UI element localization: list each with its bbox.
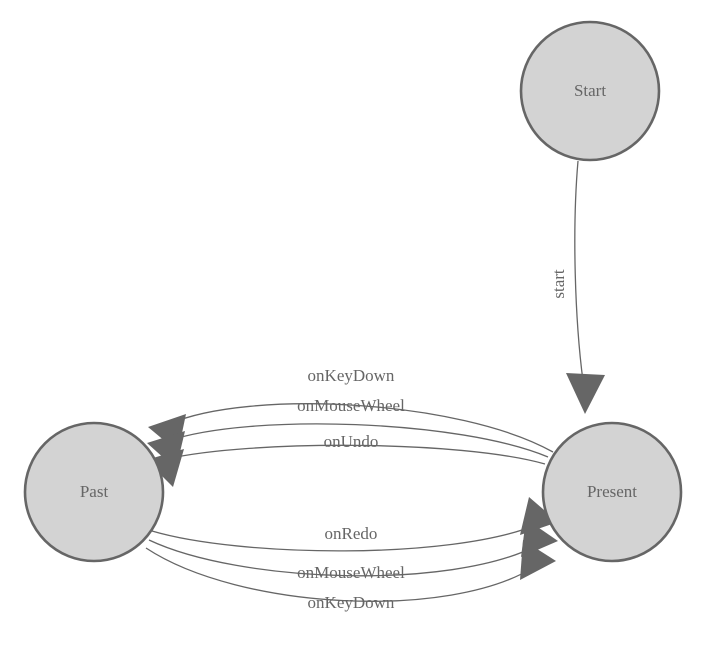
edge-past-to-present-onredo: onRedo	[151, 497, 558, 552]
edge-start-to-present: start	[549, 160, 605, 414]
node-present-circle[interactable]	[541, 421, 683, 563]
edge-path-past-present-2	[148, 539, 537, 577]
edge-label-present-past-1: onKeyDown	[308, 366, 395, 385]
node-past[interactable]: Past	[23, 421, 165, 563]
node-present-label: Present	[587, 482, 637, 501]
edge-label-start: start	[549, 269, 568, 299]
edge-label-present-past-3: onUndo	[324, 432, 379, 451]
node-present[interactable]: Present	[541, 421, 683, 563]
edge-path-past-present-1	[151, 524, 537, 552]
edge-label-past-present-3: onKeyDown	[308, 593, 395, 612]
edge-present-to-past-onundo: onUndo	[146, 432, 546, 487]
node-start[interactable]: Start	[519, 20, 661, 162]
edge-label-present-past-2: onMouseWheel	[297, 396, 405, 415]
node-past-label: Past	[80, 482, 109, 501]
edge-path-present-past-1	[168, 403, 554, 453]
node-past-circle[interactable]	[23, 421, 165, 563]
node-start-label: Start	[574, 81, 606, 100]
edge-path-start-present	[574, 160, 584, 382]
edge-arrowhead-past-present-3	[520, 540, 556, 580]
edge-path-present-past-2	[167, 423, 549, 458]
edge-label-past-present-1: onRedo	[325, 524, 378, 543]
node-start-circle[interactable]	[519, 20, 661, 162]
edge-label-past-present-2: onMouseWheel	[297, 563, 405, 582]
edge-path-present-past-3	[166, 444, 546, 465]
edge-path-past-present-3	[145, 547, 535, 602]
edge-arrowhead-start-present	[566, 373, 605, 414]
edge-past-to-present-onkeydown: onKeyDown	[145, 540, 556, 612]
